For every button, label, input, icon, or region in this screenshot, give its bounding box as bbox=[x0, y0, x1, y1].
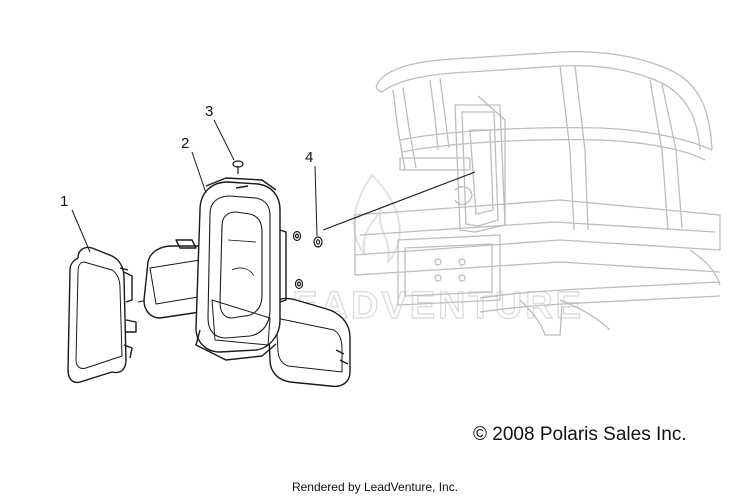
vehicle-frame-outline bbox=[354, 51, 721, 336]
leader-line-to-frame bbox=[322, 171, 476, 231]
copyright-text: © 2008 Polaris Sales Inc. bbox=[473, 424, 687, 445]
watermark-flame-icon bbox=[352, 173, 401, 266]
callout-4: 4 bbox=[305, 149, 313, 166]
callout-1: 1 bbox=[60, 193, 68, 210]
callout-2: 2 bbox=[181, 135, 189, 152]
part-washers-base bbox=[292, 230, 304, 290]
callout-leaders bbox=[71, 119, 318, 253]
callout-3: 3 bbox=[205, 103, 213, 120]
part-washer bbox=[313, 236, 323, 248]
part-backrest-base bbox=[143, 177, 351, 388]
rendered-by-text: Rendered by LeadVenture, Inc. bbox=[291, 480, 459, 494]
part-screw bbox=[232, 160, 244, 174]
part-backrest-pad bbox=[67, 246, 137, 384]
